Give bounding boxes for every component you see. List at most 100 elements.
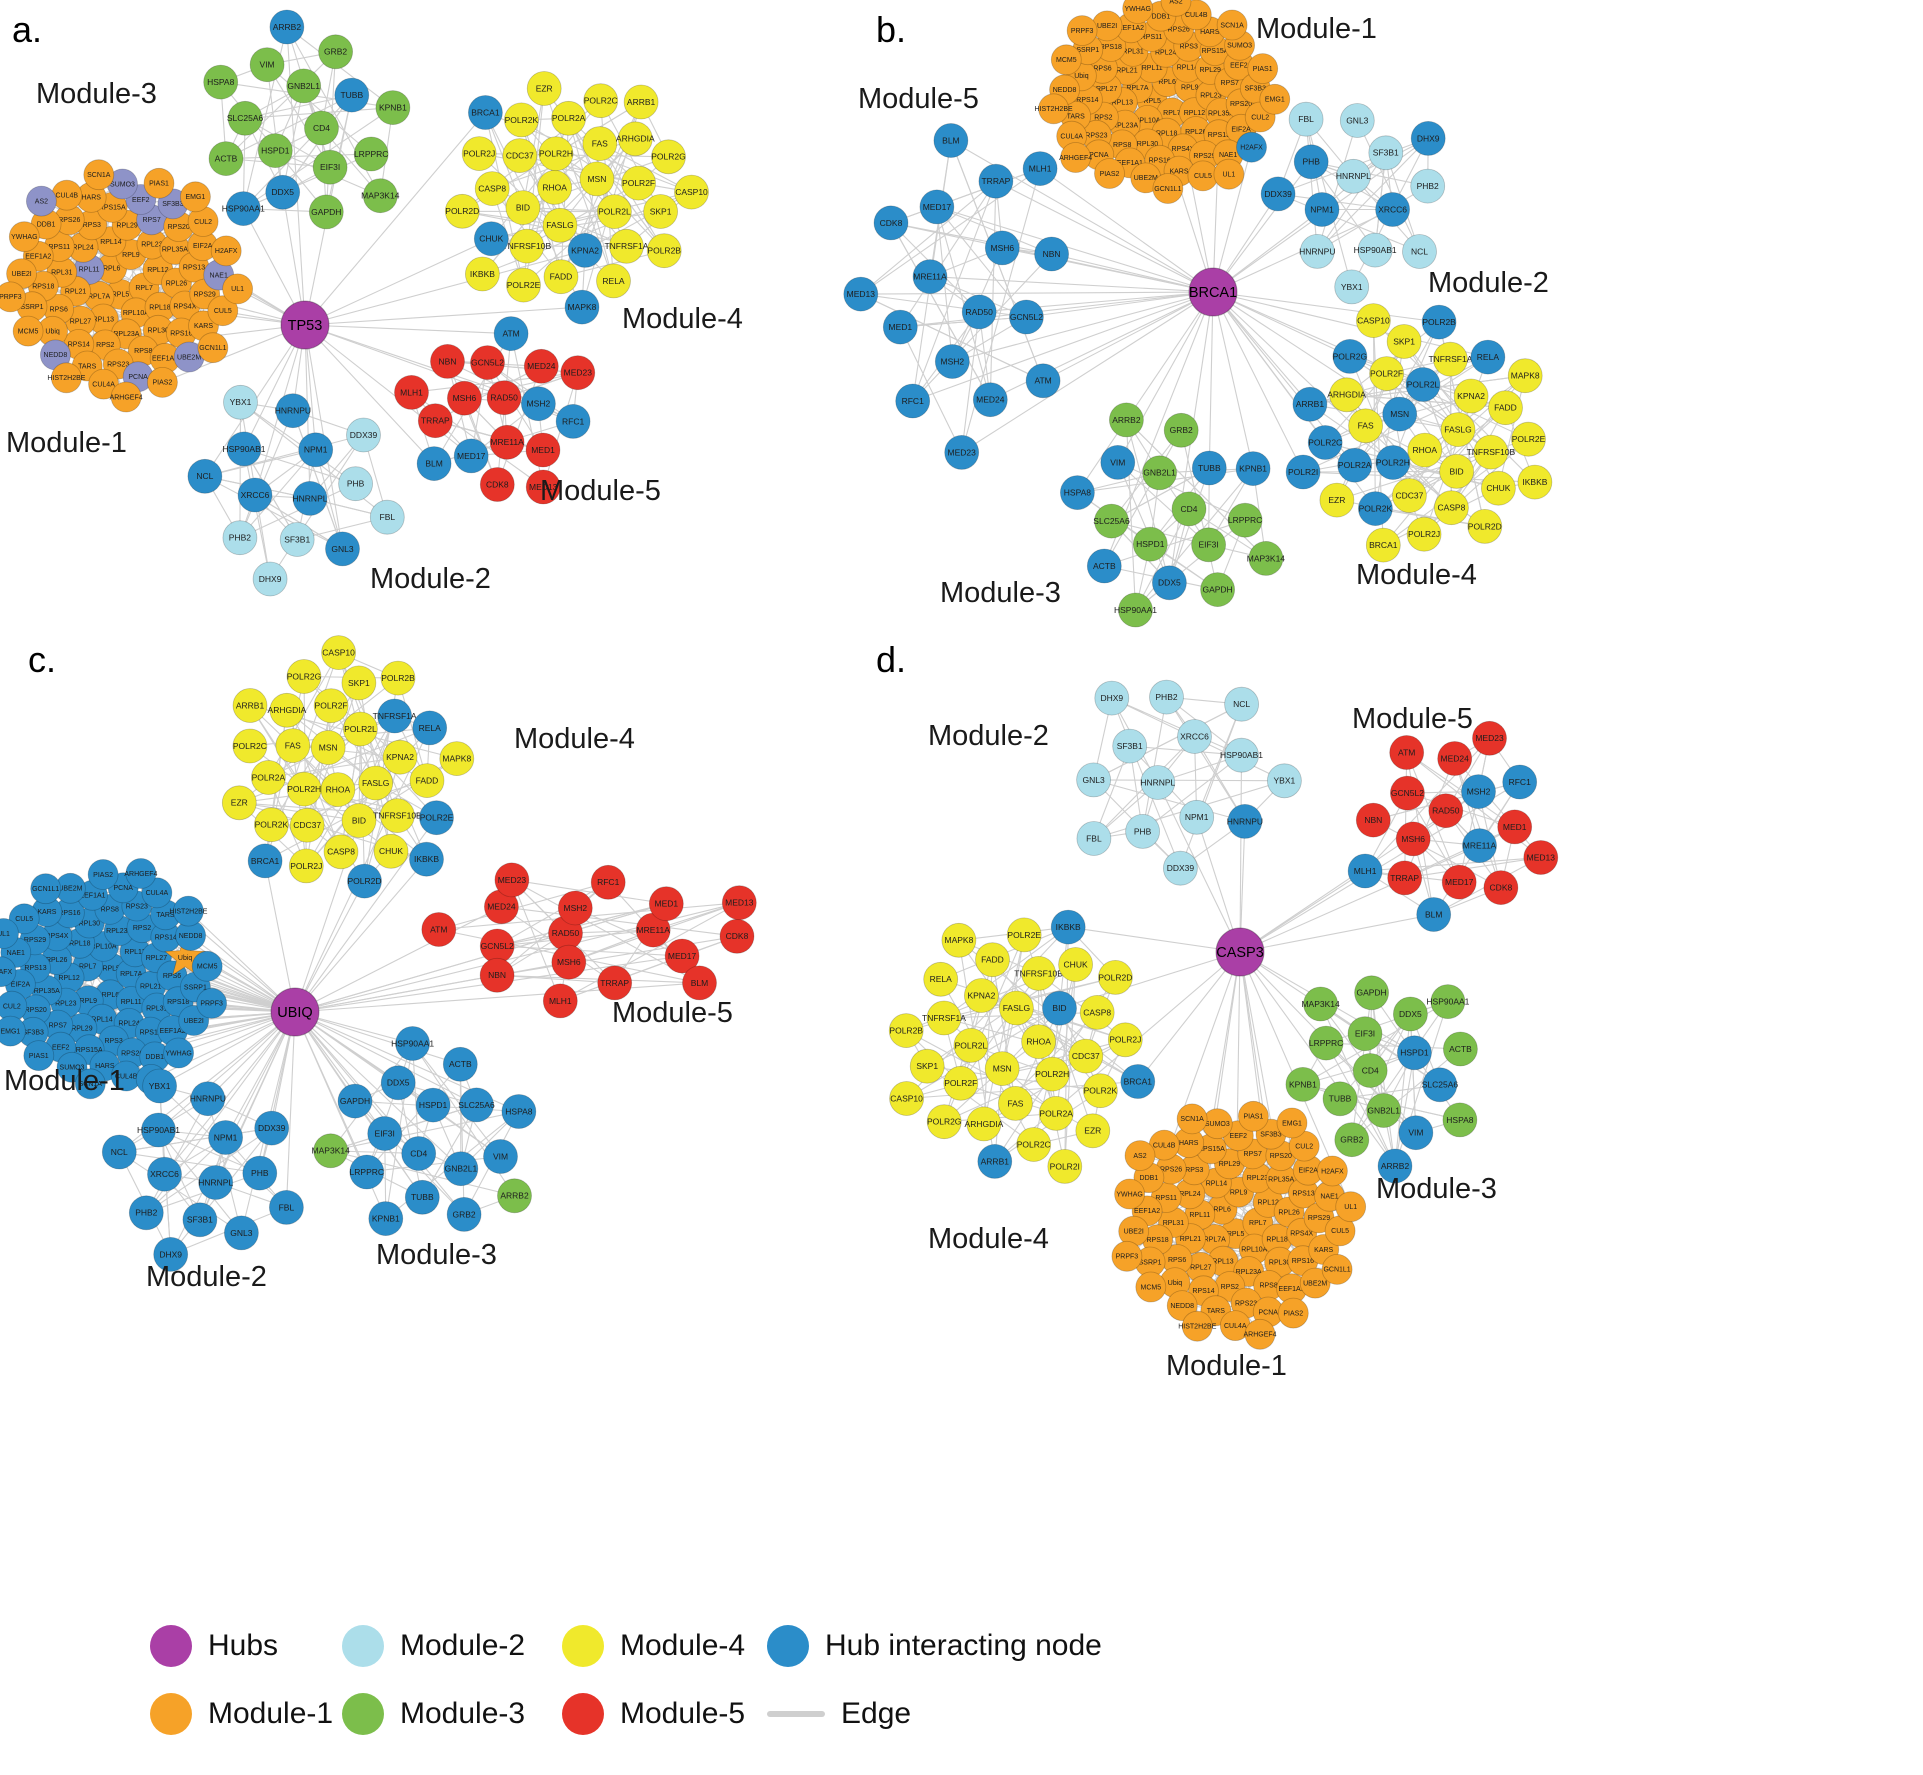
node-BLM[interactable]: [682, 965, 717, 1001]
node-HIST2H2BE[interactable]: [1038, 93, 1069, 125]
node-EIF3I[interactable]: [1347, 1016, 1383, 1052]
node-CUL4B[interactable]: [51, 179, 83, 211]
node-NCL[interactable]: [1402, 234, 1437, 269]
node-LRPPRC[interactable]: [1308, 1025, 1344, 1061]
node-PHB2[interactable]: [1410, 168, 1446, 204]
node-NPM1[interactable]: [298, 432, 334, 468]
node-NPM1[interactable]: [1304, 192, 1340, 227]
node-MAPK8[interactable]: [564, 289, 600, 325]
node-IKBKB[interactable]: [464, 256, 500, 292]
node-CD4[interactable]: [401, 1136, 437, 1171]
node-RELA[interactable]: [923, 961, 959, 997]
node-SKP1[interactable]: [643, 194, 678, 229]
node-PHB[interactable]: [1293, 144, 1329, 180]
node-POLR2A[interactable]: [1337, 447, 1373, 483]
node-SCN1A[interactable]: [83, 159, 115, 191]
node-KPNA2[interactable]: [382, 739, 418, 775]
node-CASP10[interactable]: [674, 174, 709, 210]
node-POLR2H[interactable]: [286, 771, 322, 807]
node-CHUK[interactable]: [1058, 947, 1093, 982]
node-POLR2G[interactable]: [1332, 338, 1368, 374]
node-RHOA[interactable]: [320, 772, 356, 807]
node-MED13[interactable]: [1523, 840, 1559, 875]
node-DDX5[interactable]: [380, 1065, 416, 1101]
node-RELA[interactable]: [412, 710, 448, 746]
node-POLR2F[interactable]: [1369, 356, 1404, 392]
node-TNFRSF1A[interactable]: [1433, 341, 1468, 377]
node-MSH2[interactable]: [934, 344, 970, 379]
node-SCN1A[interactable]: [1176, 1103, 1208, 1135]
node-BRCA1[interactable]: [1365, 527, 1401, 563]
node-KPNB1[interactable]: [1285, 1067, 1321, 1102]
node-TNFRSF1A[interactable]: [926, 1000, 962, 1036]
hub-CASP3[interactable]: [1215, 927, 1265, 977]
node-RFC1[interactable]: [590, 864, 626, 900]
node-MSH2[interactable]: [521, 386, 556, 422]
node-RELA[interactable]: [596, 263, 631, 299]
node-GCN1L1[interactable]: [30, 873, 62, 905]
node-FAS[interactable]: [1348, 408, 1383, 444]
node-HSP90AA1[interactable]: [395, 1026, 431, 1061]
node-CDK8[interactable]: [873, 205, 909, 241]
node-CD4[interactable]: [304, 110, 339, 146]
node-MSN[interactable]: [310, 730, 346, 765]
node-AS2[interactable]: [1160, 0, 1192, 17]
hub-BRCA1[interactable]: [1188, 267, 1238, 317]
node-MAPK8[interactable]: [1507, 358, 1543, 394]
node-LRPPRC[interactable]: [349, 1154, 385, 1190]
node-MSH6[interactable]: [446, 380, 482, 416]
node-ATM[interactable]: [421, 912, 457, 947]
node-FASLG[interactable]: [1440, 412, 1476, 448]
node-MSN[interactable]: [579, 161, 615, 197]
node-YBX1[interactable]: [142, 1068, 178, 1104]
node-HNRNPU[interactable]: [1227, 804, 1263, 839]
node-RHOA[interactable]: [1021, 1024, 1056, 1059]
node-H2AFX[interactable]: [1236, 131, 1267, 163]
node-H2AFX[interactable]: [210, 235, 242, 267]
node-KPNB1[interactable]: [368, 1201, 404, 1236]
node-MED1[interactable]: [525, 432, 561, 468]
node-TUBB[interactable]: [404, 1179, 440, 1215]
node-MSN[interactable]: [1382, 396, 1418, 432]
node-BID[interactable]: [1042, 990, 1077, 1026]
node-POLR2K[interactable]: [1358, 491, 1393, 527]
node-PRPF3[interactable]: [0, 281, 26, 313]
node-GNB2L1[interactable]: [443, 1151, 479, 1187]
node-HSP90AB1[interactable]: [1224, 737, 1259, 773]
hub-TP53[interactable]: [280, 300, 330, 350]
node-MSH6[interactable]: [1395, 821, 1431, 857]
node-GRB2[interactable]: [318, 34, 354, 70]
node-FADD[interactable]: [409, 763, 445, 798]
node-CD4[interactable]: [1352, 1053, 1388, 1088]
node-CASP10[interactable]: [321, 635, 357, 670]
node-EZR[interactable]: [221, 785, 257, 821]
node-MCM5[interactable]: [1135, 1271, 1167, 1303]
node-CASP8[interactable]: [474, 171, 510, 207]
node-NPM1[interactable]: [1179, 799, 1215, 835]
node-MRE11A[interactable]: [912, 259, 948, 295]
node-MED24[interactable]: [523, 348, 559, 384]
node-POLR2L[interactable]: [597, 194, 632, 230]
node-POLR2F[interactable]: [621, 165, 656, 201]
node-PIAS2[interactable]: [87, 859, 119, 890]
node-POLR2C[interactable]: [1307, 425, 1343, 460]
node-MLH1[interactable]: [394, 374, 429, 410]
node-POLR2L[interactable]: [342, 711, 378, 747]
node-AS2[interactable]: [1124, 1140, 1156, 1171]
node-POLR2E[interactable]: [419, 800, 454, 836]
node-DDX5[interactable]: [1393, 996, 1428, 1032]
node-PIAS1[interactable]: [1247, 53, 1279, 84]
node-PIAS2[interactable]: [1277, 1297, 1309, 1329]
node-XRCC6[interactable]: [1375, 192, 1410, 227]
node-GCN5L2[interactable]: [470, 345, 505, 381]
node-RELA[interactable]: [1470, 339, 1506, 375]
node-IKBKB[interactable]: [1517, 464, 1553, 500]
node-FAS[interactable]: [275, 728, 311, 763]
node-HIST2H2BE[interactable]: [51, 362, 82, 394]
node-BLM[interactable]: [416, 446, 452, 482]
node-CASP8[interactable]: [1079, 995, 1115, 1030]
node-HSPA8[interactable]: [501, 1094, 537, 1129]
node-MED1[interactable]: [1497, 809, 1533, 845]
node-MED17[interactable]: [1441, 864, 1477, 900]
node-FBL[interactable]: [268, 1190, 304, 1225]
